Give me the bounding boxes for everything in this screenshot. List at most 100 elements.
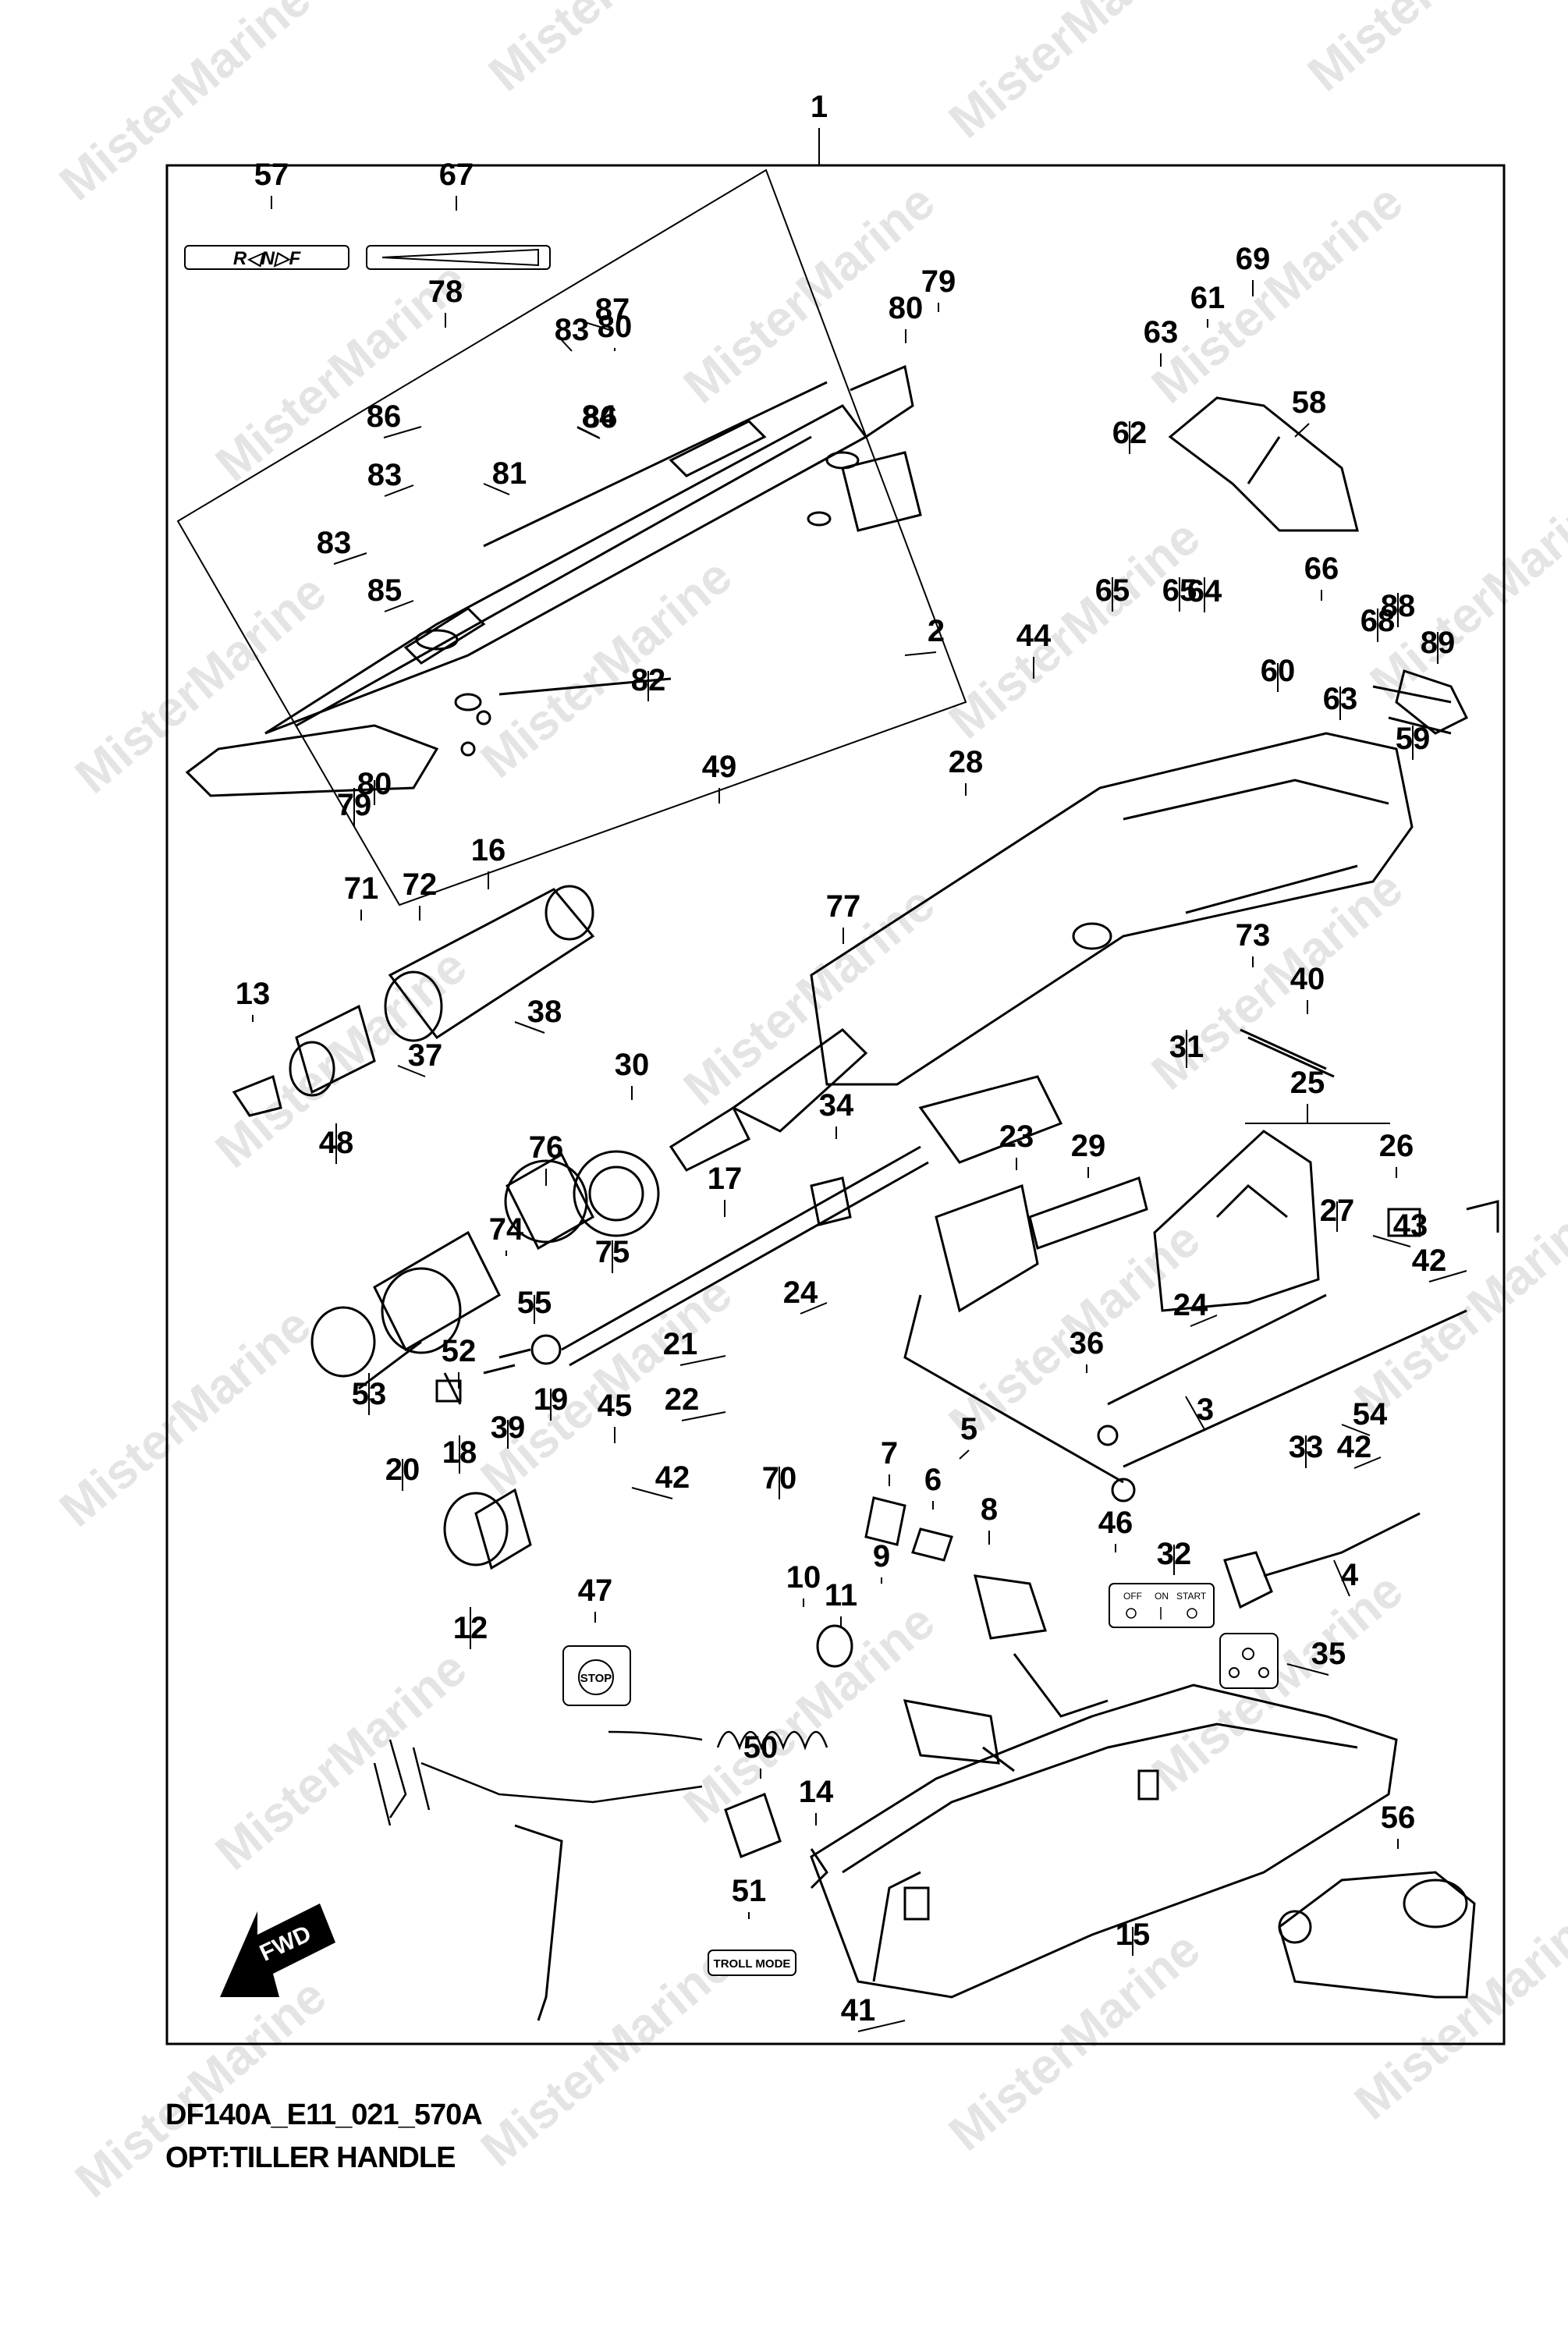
callout-number: 54 [1353,1397,1388,1432]
callout-number: 70 [762,1461,797,1495]
callout-number: 78 [428,275,463,309]
callout-number: 3 [1197,1393,1214,1427]
callout-number: 11 [825,1578,857,1613]
callout-number: 16 [471,833,506,867]
part-switch-assembly [816,1496,1109,1772]
callout-number: 40 [1290,962,1325,996]
callout-number: 22 [665,1382,700,1417]
watermark-text: MisterMarine [205,1640,477,1881]
callout-number: 69 [1236,242,1271,276]
callout-number: 20 [385,1453,420,1487]
callout-number: 47 [578,1574,613,1608]
watermark-text: MisterMarine [938,1921,1211,2162]
callout-number: 68 [1360,604,1396,638]
callout-number: 38 [527,995,562,1029]
callout-number: 32 [1157,1537,1192,1571]
callout-leader-line [576,319,613,332]
callout-leader-line [384,600,414,612]
decal-35 [1219,1633,1279,1689]
part-wire-harness-4 [1223,1512,1421,1609]
part-bolts [1240,685,1452,1078]
decal-shift-indicator: R◁N▷F [184,245,349,270]
callout-number: 83 [367,458,403,492]
watermark-text: MisterMarine [49,1297,321,1538]
callout-number: 89 [1421,626,1456,660]
callout-leader-line [333,552,367,565]
callout-leader-line [576,427,601,439]
callout-leader-line [1333,1559,1350,1597]
callout-leader-line [383,426,422,438]
callout-number: 65 [1095,573,1130,608]
watermark-text: MisterMarine [470,1936,743,2177]
callout-number: 46 [1098,1506,1133,1540]
troll-mode-text: TROLL MODE [714,1957,791,1971]
callout-number: 62 [1112,416,1148,450]
callout-number: 24 [783,1275,818,1310]
callout-number: 64 [1187,574,1222,608]
callout-number: 53 [352,1377,387,1411]
callout-number: 79 [921,264,956,299]
part-shift-cam-assembly [185,364,922,797]
callout-number: 83 [555,313,590,347]
callout-number: 66 [1304,552,1339,586]
callout-number: 85 [367,573,403,608]
subassembly-78-frame [176,169,967,906]
callout-leader-line [483,483,510,495]
callout-leader-line [1185,1396,1206,1432]
callout-number: 42 [1412,1244,1447,1278]
callout-number: 58 [1292,385,1327,420]
diagram-code: DF140A_E11_021_570A [165,2099,483,2131]
callout-number: 61 [1190,281,1226,315]
diagram-border [165,164,1506,2045]
callout-leader-line [1428,1270,1467,1283]
callout-leader-line [631,1487,673,1499]
callout-number: 13 [236,977,271,1011]
callout-number: 59 [1396,722,1431,756]
callout-number: 71 [344,871,379,906]
callout-number: 5 [960,1412,977,1446]
callout-number: 84 [582,399,617,434]
watermark-text: MisterMarine [1141,173,1414,414]
callout-number: 75 [595,1235,630,1269]
callout-leader-line [679,1355,726,1366]
callout-number: 49 [702,750,737,784]
callout-number: 39 [491,1410,526,1445]
callout-number: 9 [873,1539,890,1574]
callout-leader-line [959,1449,970,1460]
callout-number: 18 [442,1435,477,1470]
part-lower-housing-15 [810,1684,1398,1999]
callout-number: 28 [949,745,984,779]
callout-number: 82 [631,663,666,697]
callout-number: 65 [1162,573,1197,608]
watermark-text: MisterMarine [65,563,337,804]
callout-leader-line [1353,1456,1382,1469]
callout-leader-line [681,1411,726,1421]
callout-leader-line [1190,1315,1218,1327]
part-friction-bracket-58 [1168,396,1469,735]
callout-number: 52 [442,1334,477,1368]
callout-leader-line [397,1065,426,1077]
part-bracket-56 [1278,1871,1476,1999]
callout-number: 23 [999,1119,1034,1154]
callout-number: 4 [1341,1558,1359,1592]
callout-number: 25 [1290,1066,1325,1100]
callout-number: 8 [981,1492,998,1527]
callout-number: 27 [1320,1194,1355,1228]
callout-leader-line [514,1021,545,1034]
watermark-text: MisterMarine [938,509,1211,750]
callout-number: 80 [357,767,392,801]
callout-number: 41 [841,1993,876,2028]
callout-number: 12 [453,1611,488,1645]
callout-number: 48 [319,1126,354,1160]
callout-number: 79 [337,788,372,822]
callout-number: 17 [708,1162,743,1196]
callout-number: 87 [595,293,630,327]
callout-number: 86 [583,400,618,435]
watermark-text: MisterMarine [470,1265,743,1506]
callout-number: 86 [367,399,402,434]
callout-number: 19 [534,1382,569,1417]
fwd-arrow-icon: FWD [220,1903,335,1997]
callout-number: 80 [598,310,633,344]
